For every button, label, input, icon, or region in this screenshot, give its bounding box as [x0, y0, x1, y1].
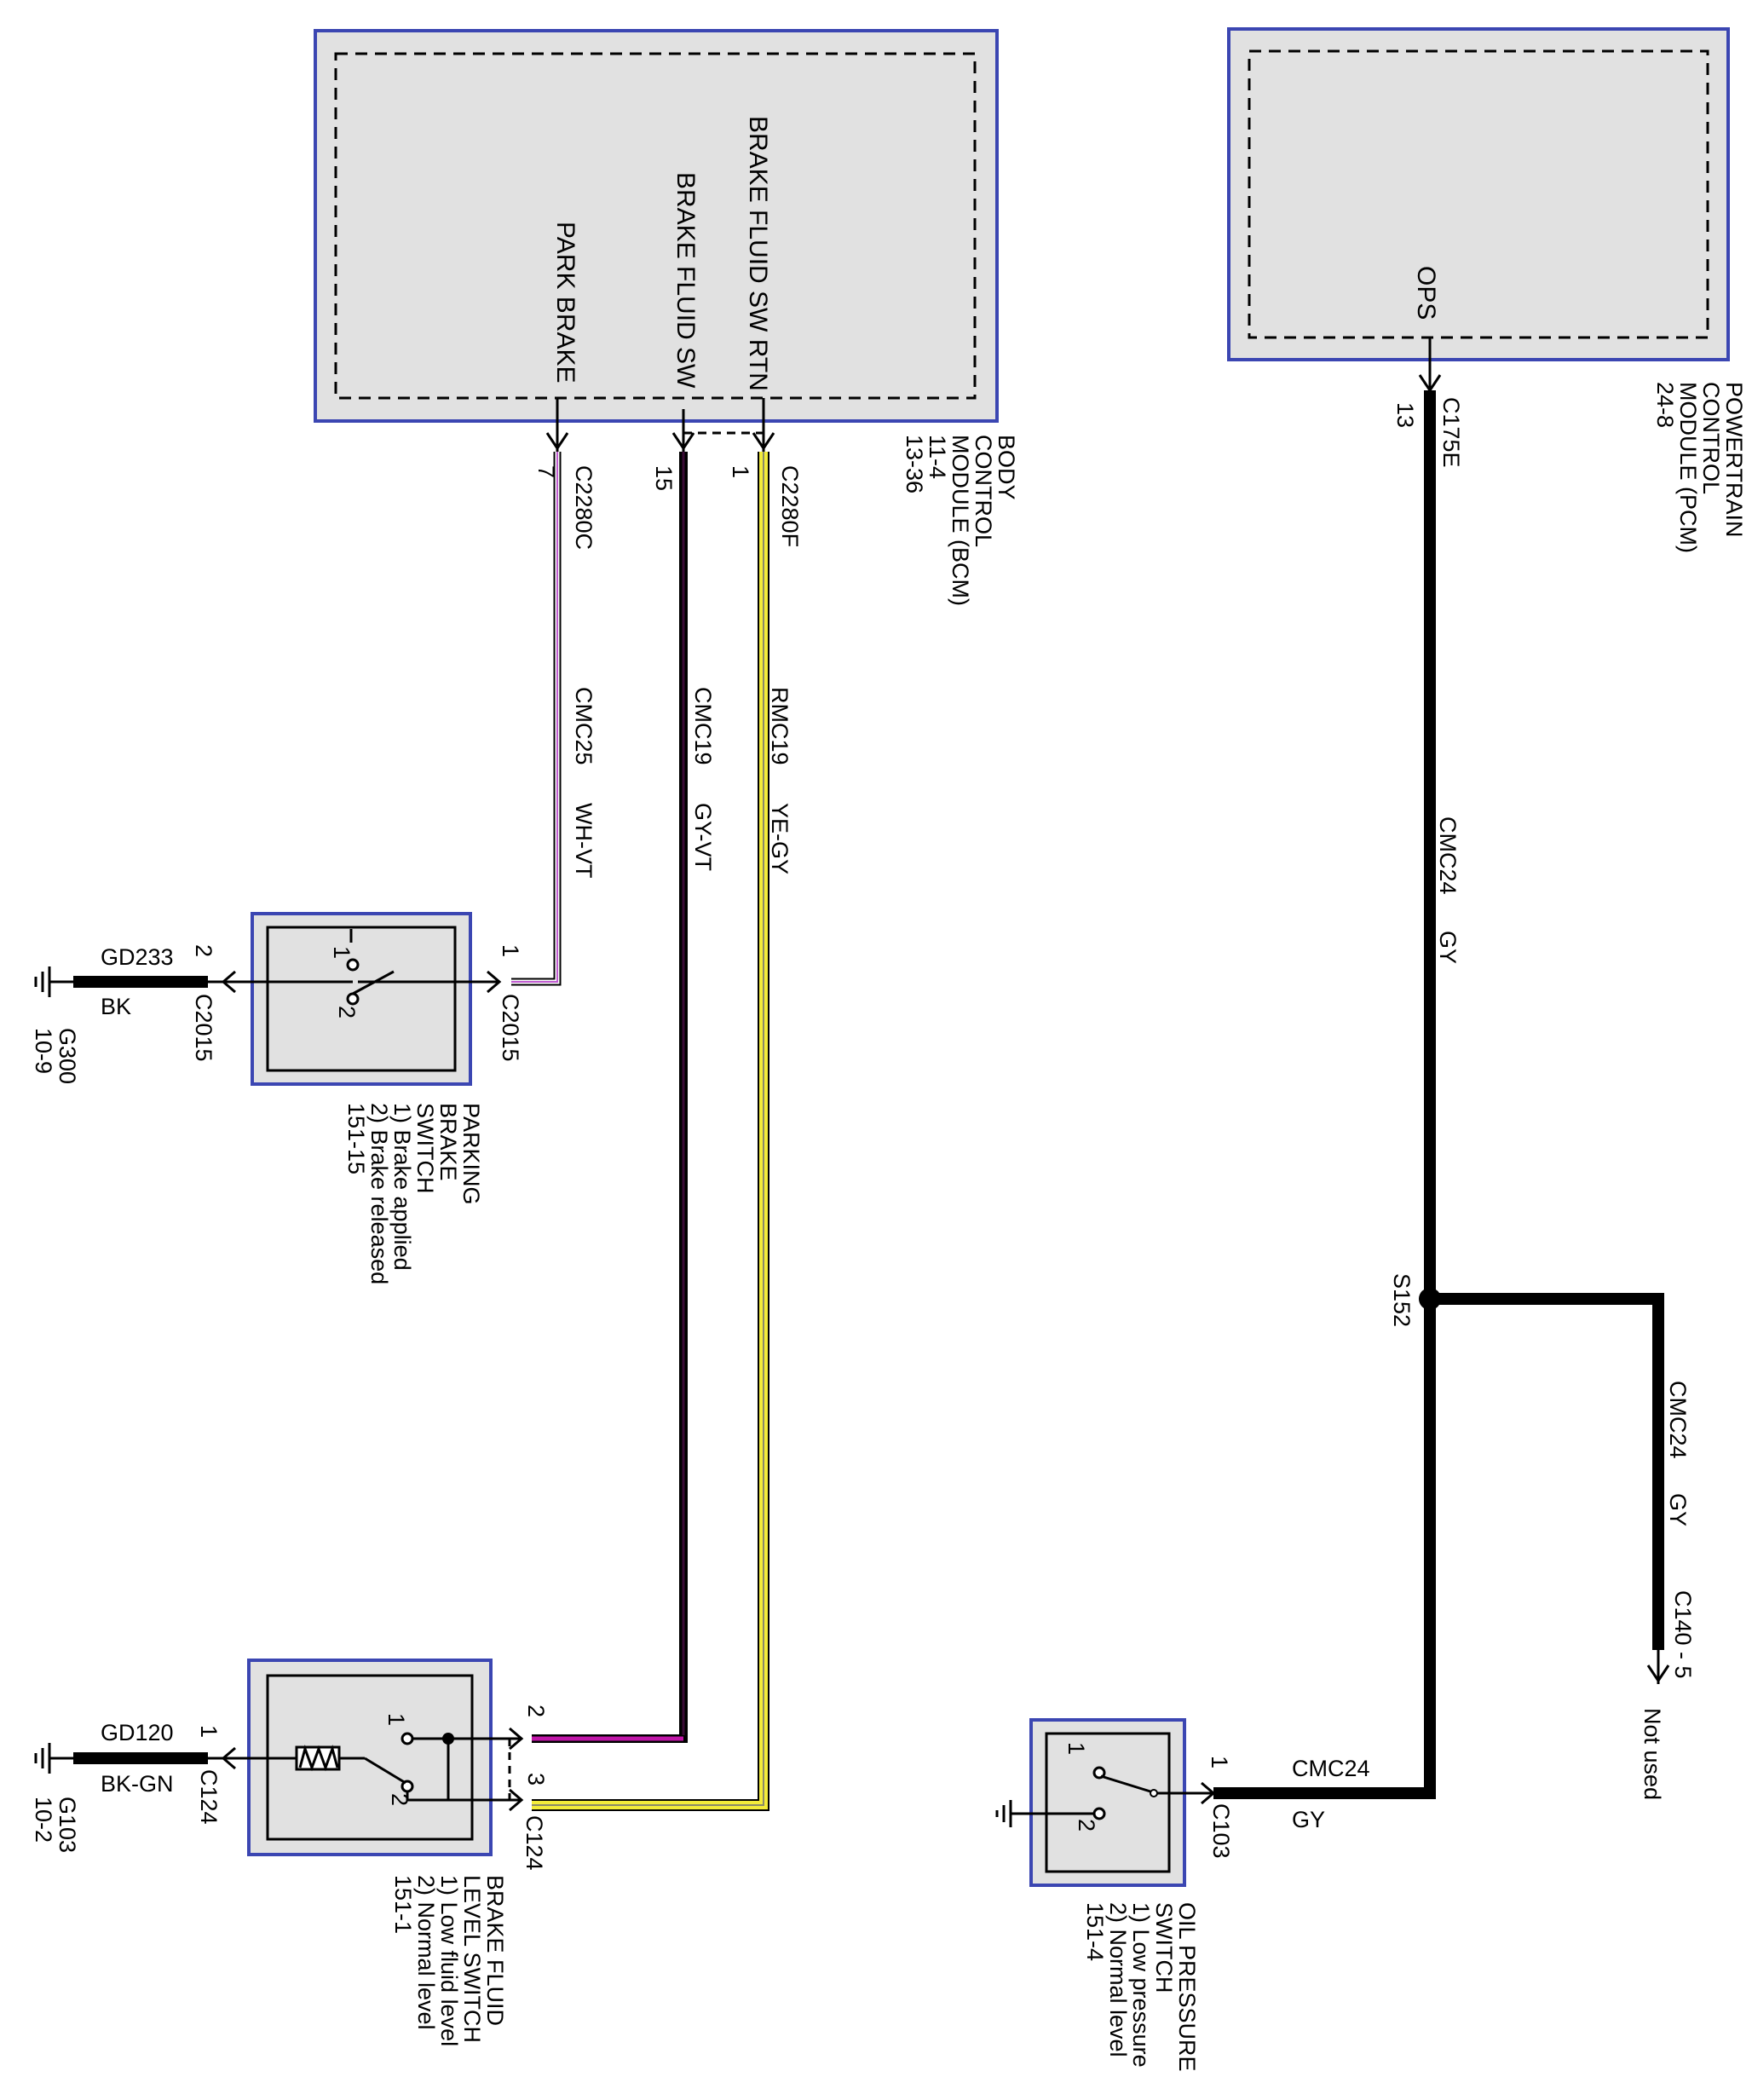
pcm-name: POWERTRAIN CONTROL MODULE (PCM) 24-8	[1652, 382, 1747, 553]
pbs-connector-right: C2015	[498, 994, 523, 1062]
bfs-ground-id: G103	[55, 1797, 80, 1853]
bfs-ground-color: BK-GN	[101, 1771, 174, 1797]
wire-rmc19-circuit: RMC19	[767, 687, 792, 765]
pbs-contact-2: 2	[334, 1006, 360, 1018]
wire-cmc25-circuit: CMC25	[571, 687, 596, 765]
ops-connector-c103: C103	[1208, 1803, 1234, 1859]
pbs-description: PARKING BRAKE SWITCH 1) Brake applied 2)…	[343, 1103, 484, 1284]
pbs-desc-line-1: PARKING	[458, 1103, 484, 1205]
ops-contact-2: 2	[1074, 1819, 1099, 1832]
bfs-connector-left: C124	[196, 1769, 222, 1825]
wire-cmc24-branch-circuit: CMC24	[1665, 1381, 1691, 1459]
bcm-pin-brake-fluid-sw: BRAKE FLUID SW	[671, 172, 700, 389]
bcm-name-line-5: 13-36	[902, 435, 927, 493]
pbs-ground-color: BK	[101, 994, 131, 1019]
bcm-pin-brake-fluid-sw-rtn: BRAKE FLUID SW RTN	[744, 116, 772, 391]
brake-fluid-level-switch	[221, 1659, 524, 1856]
pbs-desc-line-2: BRAKE	[435, 1103, 461, 1181]
pcm-module: OPS	[1227, 27, 1730, 393]
pbs-ground-ref: 10-9	[31, 1028, 56, 1074]
bcm-module: PARK BRAKE BRAKE FLUID SW BRAKE FLUID SW…	[314, 29, 999, 423]
ops-description: OIL PRESSURE SWITCH 1) Low pressure 2) N…	[1082, 1902, 1200, 2072]
pcm-pin-ops: OPS	[1412, 266, 1440, 320]
bfs-description: BRAKE FLUID LEVEL SWITCH 1) Low fluid le…	[390, 1875, 508, 2046]
bfs-desc-line-2: LEVEL SWITCH	[459, 1875, 485, 2043]
bcm-connector-c2280f: C2280F	[777, 465, 803, 547]
wire-cmc24-main-color: GY	[1435, 931, 1461, 964]
wire-cmc24-branch-color: GY	[1665, 1493, 1691, 1526]
pcm-name-line-1: POWERTRAIN	[1721, 382, 1747, 538]
bfs-pin-3: 3	[523, 1773, 549, 1786]
ops-desc-line-1: OIL PRESSURE	[1174, 1902, 1200, 2072]
pcm-name-line-3: MODULE (PCM)	[1675, 382, 1701, 553]
wire-cmc25-stripe	[511, 452, 558, 983]
bfs-desc-line-3: 1) Low fluid level	[436, 1875, 462, 2046]
bfs-desc-line-4: 2) Normal level	[413, 1875, 439, 2030]
bcm-name-line-3: MODULE (BCM)	[948, 435, 973, 606]
bfs-desc-line-5: 151-1	[390, 1875, 416, 1934]
bcm-pin-7: 7	[533, 465, 559, 478]
pbs-ground-circuit: GD233	[101, 944, 174, 970]
ops-pin-1: 1	[1207, 1756, 1232, 1768]
bfs-desc-line-1: BRAKE FLUID	[482, 1875, 508, 2026]
wire-cmc24-main-circuit: CMC24	[1435, 816, 1461, 895]
bcm-pin-15: 15	[651, 465, 677, 491]
bfs-contact-1: 1	[383, 1713, 409, 1726]
pbs-desc-line-4: 1) Brake applied	[389, 1103, 415, 1271]
bfs-ground-ref: 10-2	[31, 1797, 56, 1843]
bfs-connector-right: C124	[522, 1815, 547, 1871]
wire-cmc25-color: WH-VT	[571, 803, 596, 878]
bcm-connector-c2280c: C2280C	[571, 465, 596, 550]
pcm-name-line-4: 24-8	[1652, 382, 1678, 428]
wire-rmc19-fill	[532, 452, 768, 1809]
bcm-name-line-4: 11-4	[925, 435, 950, 479]
ops-desc-line-3: 1) Low pressure	[1128, 1902, 1154, 2068]
bcm-pin-park-brake: PARK BRAKE	[551, 222, 579, 384]
bcm-connector-arrows	[545, 398, 775, 452]
bfs-contact-2: 2	[387, 1793, 412, 1806]
wire-cmc19-color: GY-VT	[690, 803, 716, 871]
pcm-name-line-2: CONTROL	[1698, 382, 1724, 494]
splice-s152-label: S152	[1389, 1273, 1415, 1327]
pbs-contact-1: 1	[329, 946, 354, 959]
oil-pressure-switch	[995, 1718, 1227, 1887]
pbs-pin-left: 2	[191, 944, 216, 957]
ops-desc-line-5: 151-4	[1082, 1902, 1108, 1961]
ops-contact-1: 1	[1063, 1742, 1089, 1755]
wire-cmc19-circuit: CMC19	[690, 687, 716, 765]
ops-desc-line-4: 2) Normal level	[1105, 1902, 1131, 2057]
bcm-pin-1: 1	[728, 465, 753, 478]
wire-cmc24-main	[1227, 390, 1436, 1799]
bcm-name-line-2: CONTROL	[971, 435, 996, 547]
wire-rmc19-color: YE-GY	[767, 803, 792, 874]
ops-desc-line-2: SWITCH	[1151, 1902, 1177, 1993]
wire-cmc24-branch	[1430, 1293, 1670, 1684]
parking-brake-switch	[221, 912, 502, 1086]
pbs-desc-line-5: 2) Brake released	[366, 1103, 392, 1284]
wire-cmc25	[511, 452, 562, 986]
wire-cmc24-oil-circuit: CMC24	[1292, 1756, 1370, 1781]
c140-note: Not used	[1640, 1708, 1665, 1800]
bfs-ground-circuit: GD120	[101, 1720, 174, 1745]
pbs-pin-right: 1	[498, 944, 523, 957]
pcm-connector-c175e: C175E	[1438, 397, 1464, 468]
wire-cmc19	[532, 452, 688, 1743]
bfs-pin-left: 1	[196, 1725, 222, 1738]
bcm-name-line-1: BODY	[994, 435, 1019, 500]
pbs-ground	[34, 966, 225, 997]
pbs-desc-line-3: SWITCH	[412, 1103, 438, 1193]
bfs-ground	[34, 1743, 225, 1774]
bfs-pin-2: 2	[523, 1705, 549, 1717]
bcm-name: BODY CONTROL MODULE (BCM) 11-4 13-36	[902, 435, 1019, 606]
wire-cmc24-oil-color: GY	[1292, 1807, 1325, 1832]
pbs-ground-id: G300	[55, 1028, 80, 1084]
c140-label: C140 - 5	[1670, 1590, 1696, 1679]
wire-rmc19	[532, 452, 769, 1811]
pbs-connector-left: C2015	[191, 994, 216, 1062]
pbs-desc-line-6: 151-15	[343, 1103, 369, 1174]
pcm-pin-13: 13	[1392, 402, 1418, 428]
